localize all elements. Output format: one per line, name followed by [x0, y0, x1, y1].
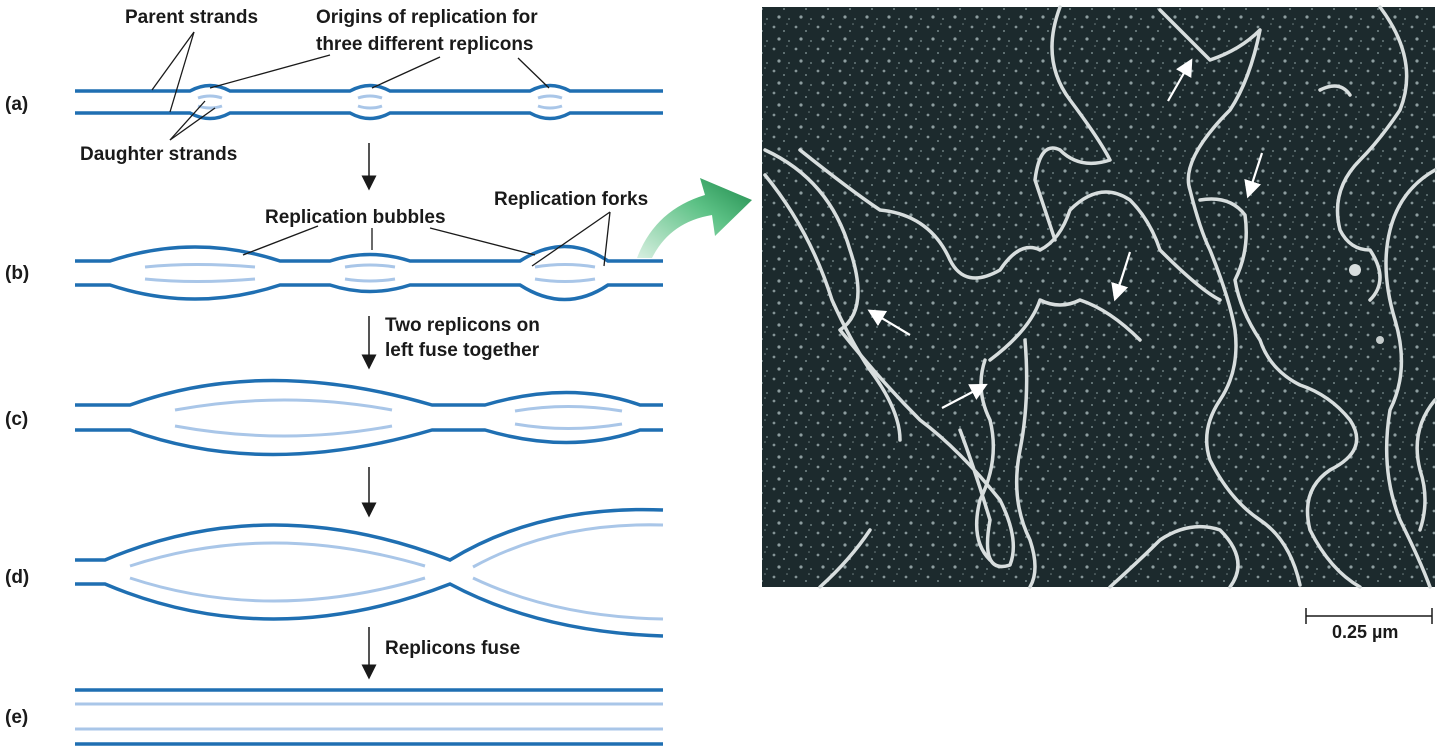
step-label-c: (c) [5, 409, 28, 430]
electron-micrograph [762, 5, 1437, 589]
two-replicons-label-line1: Two replicons on [385, 315, 540, 336]
replicons-fuse-label: Replicons fuse [385, 638, 520, 659]
step-c [75, 378, 663, 457]
step-label-a: (a) [5, 94, 28, 115]
step-b [75, 211, 663, 302]
origins-label-line2: three different replicons [316, 34, 534, 55]
replication-forks-label: Replication forks [494, 189, 648, 210]
green-curved-arrow [637, 178, 752, 258]
two-replicons-label-line2: left fuse together [385, 340, 540, 361]
origins-label-line1: Origins of replication for [316, 7, 538, 28]
scale-bar: 0.25 µm [1305, 608, 1433, 642]
parent-strands-label: Parent strands [125, 7, 258, 28]
step-d [75, 507, 664, 638]
step-label-e: (e) [5, 707, 28, 728]
daughter-strands-label: Daughter strands [80, 144, 237, 165]
step-label-d: (d) [5, 567, 29, 588]
step-label-b: (b) [5, 263, 29, 284]
scale-bar-label: 0.25 µm [1332, 622, 1398, 642]
dna-fibers [763, 5, 1437, 589]
replication-bubbles-label: Replication bubbles [265, 207, 446, 228]
step-a [75, 31, 663, 141]
step-e [75, 688, 663, 746]
micrograph-arrows [867, 58, 1264, 409]
